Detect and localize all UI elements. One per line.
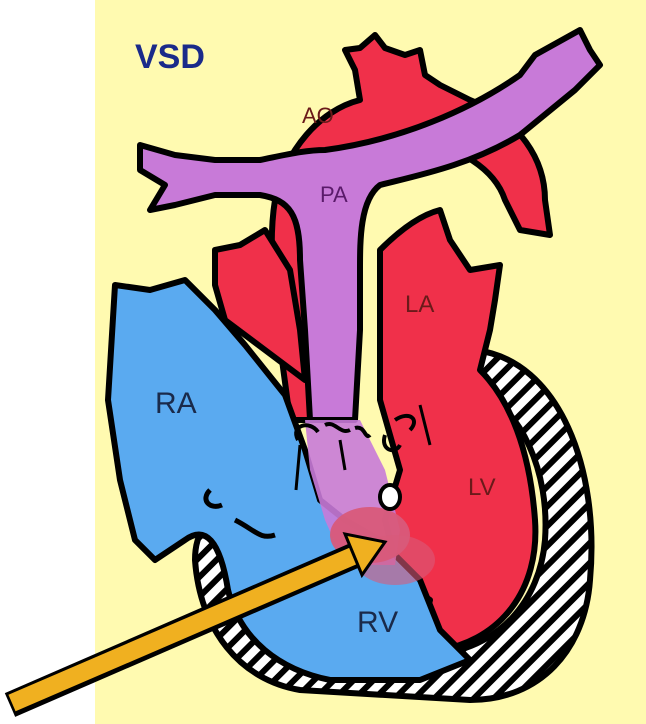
diagram-title: VSD (135, 38, 205, 76)
label-ao: AO (302, 103, 334, 128)
label-la: LA (405, 291, 434, 318)
label-pa: PA (320, 182, 348, 207)
label-ra: RA (155, 387, 197, 420)
vsd-opening (380, 485, 400, 509)
label-rv: RV (357, 606, 398, 639)
label-lv: LV (468, 474, 496, 501)
